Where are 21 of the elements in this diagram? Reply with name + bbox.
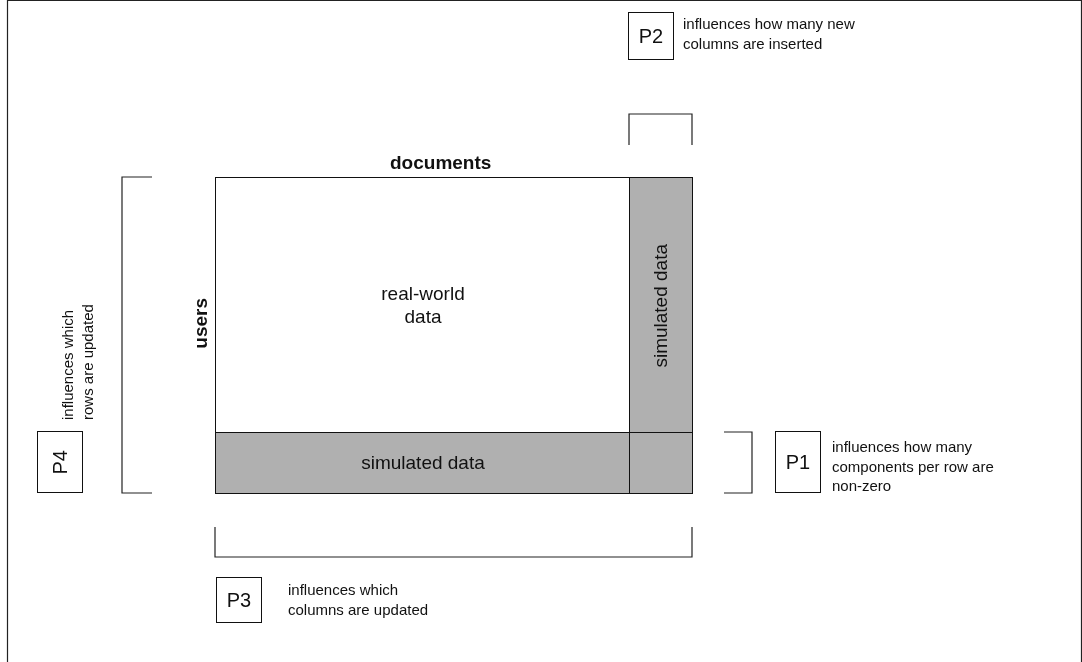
parameter-box bbox=[216, 577, 262, 623]
parameter-box bbox=[628, 12, 674, 60]
cell-text: simulated data bbox=[361, 451, 485, 475]
matrix-cell bbox=[629, 177, 693, 434]
parameter-label: P2 bbox=[638, 24, 664, 48]
axis-title: users bbox=[190, 298, 212, 349]
matrix-cell bbox=[215, 432, 631, 494]
axis-title: documents bbox=[390, 152, 492, 174]
matrix-cell bbox=[215, 177, 631, 434]
caption-text: influences which columns are updated bbox=[288, 580, 430, 619]
parameter-label: P4 bbox=[48, 449, 72, 475]
parameter-box bbox=[775, 431, 821, 493]
parameter-label: P1 bbox=[785, 450, 811, 474]
matrix-cell bbox=[629, 432, 693, 494]
parameter-box bbox=[37, 431, 83, 493]
caption-text: influences how many new columns are inserted bbox=[683, 14, 856, 53]
caption-text: influences which rows are updated bbox=[58, 303, 97, 420]
cell-text: real-world data bbox=[380, 282, 466, 329]
parameter-label: P3 bbox=[226, 588, 252, 612]
caption-text: influences how many components per row are non-zero bbox=[832, 437, 995, 496]
cell-text: simulated data bbox=[649, 243, 672, 368]
